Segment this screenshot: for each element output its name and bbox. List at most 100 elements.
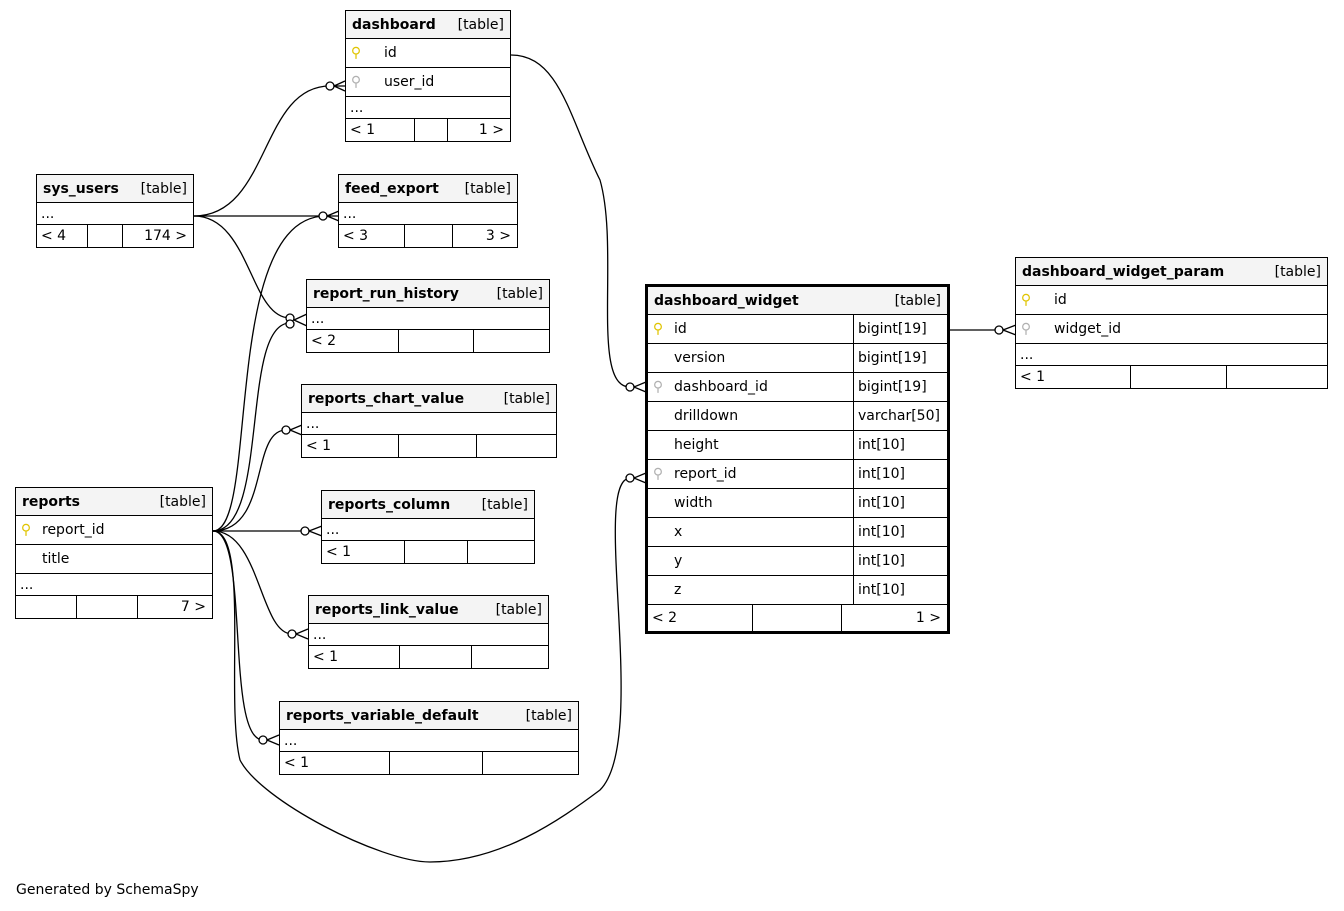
child-count[interactable]: 1 > <box>478 122 504 138</box>
child-count[interactable] <box>477 435 556 457</box>
column-type: bigint[19] <box>853 344 947 372</box>
table-name[interactable]: dashboard <box>352 16 436 33</box>
column-type: int[10] <box>853 547 947 575</box>
table-reports-variable-default[interactable]: reports_variable_default[table] ... < 1 <box>279 701 579 775</box>
table-kind: [table] <box>496 285 543 302</box>
parent-count[interactable]: < 2 <box>648 605 753 631</box>
edge-reports-link-value <box>212 530 293 635</box>
parent-count[interactable]: < 2 <box>307 330 399 352</box>
table-reports[interactable]: reports[table] ⚲report_id title ... 7 > <box>15 487 213 619</box>
column-row[interactable]: ⚲widget_id <box>1016 315 1327 344</box>
table-name[interactable]: reports_chart_value <box>308 390 465 407</box>
table-name[interactable]: reports_variable_default <box>286 707 479 724</box>
column-type: int[10] <box>853 460 947 488</box>
table-dashboard-widget-param[interactable]: dashboard_widget_param[table] ⚲id ⚲widge… <box>1015 257 1328 389</box>
table-name[interactable]: reports_link_value <box>315 601 459 618</box>
table-name[interactable]: reports <box>22 493 80 510</box>
column-name: width <box>674 495 713 511</box>
footer-middle <box>405 541 469 563</box>
column-row[interactable]: ⚲ id <box>1016 286 1327 315</box>
parent-count[interactable]: < 1 <box>1016 366 1132 388</box>
parent-count[interactable]: < 1 <box>322 541 405 563</box>
column-name: drilldown <box>674 408 739 424</box>
column-name: dashboard_id <box>674 379 768 395</box>
table-reports-link-value[interactable]: reports_link_value[table] ... < 1 <box>308 595 549 669</box>
table-kind: [table] <box>503 390 550 407</box>
column-row[interactable]: title <box>16 545 212 574</box>
child-count[interactable]: 7 > <box>180 599 206 615</box>
child-count[interactable]: 174 > <box>144 228 187 244</box>
column-name: z <box>674 582 682 598</box>
table-reports-chart-value[interactable]: reports_chart_value[table] ... < 1 <box>301 384 557 458</box>
table-kind: [table] <box>140 180 187 197</box>
column-name: x <box>674 524 683 540</box>
table-footer: < 2 1 > <box>648 605 947 631</box>
table-name[interactable]: feed_export <box>345 180 439 197</box>
column-name: report_id <box>674 466 737 482</box>
table-name[interactable]: sys_users <box>43 180 119 197</box>
child-count[interactable] <box>1227 366 1327 388</box>
table-footer: 7 > <box>16 596 212 618</box>
column-row[interactable]: ⚲user_id <box>346 68 510 97</box>
child-count[interactable] <box>483 752 578 774</box>
parent-count[interactable]: < 1 <box>280 752 391 774</box>
column-name: user_id <box>384 74 435 90</box>
column-name: height <box>674 437 719 453</box>
column-row[interactable]: y int[10] <box>648 547 947 576</box>
child-count[interactable]: 1 > <box>915 610 941 626</box>
column-name: id <box>1054 292 1067 308</box>
table-name[interactable]: reports_column <box>328 496 451 513</box>
table-kind: [table] <box>159 493 206 510</box>
table-name[interactable]: dashboard_widget_param <box>1022 263 1225 280</box>
key-icon-yellow: ⚲ <box>1020 292 1032 308</box>
column-row[interactable]: ⚲id <box>346 39 510 68</box>
edge-dashboard-dashboard-widget <box>510 54 631 388</box>
table-reports-column[interactable]: reports_column [table] ... < 1 <box>321 490 535 564</box>
parent-count[interactable]: < 3 <box>339 225 405 247</box>
column-row[interactable]: ⚲ report_id int[10] <box>648 460 947 489</box>
table-name[interactable]: dashboard_widget <box>654 292 799 309</box>
column-name: report_id <box>42 522 105 538</box>
child-count[interactable] <box>468 541 534 563</box>
footer-middle <box>405 225 453 247</box>
table-footer: < 1 <box>309 646 548 668</box>
child-count[interactable]: 3 > <box>485 228 511 244</box>
footer-middle <box>400 646 472 668</box>
table-footer: < 1 <box>280 752 578 774</box>
parent-count[interactable]: < 4 <box>37 225 89 247</box>
column-row[interactable]: ⚲ report_id <box>16 516 212 545</box>
table-footer: < 3 3 > <box>339 225 517 247</box>
column-name: widget_id <box>1054 321 1121 337</box>
parent-count[interactable]: < 1 <box>302 435 399 457</box>
key-icon-gray: ⚲ <box>652 466 664 482</box>
more-columns: ... <box>322 519 534 541</box>
child-count[interactable] <box>472 646 549 668</box>
table-report-run-history[interactable]: report_run_history [table] ... < 2 <box>306 279 550 353</box>
parent-count[interactable] <box>16 596 77 618</box>
column-name: y <box>674 553 683 569</box>
table-footer: < 2 <box>307 330 549 352</box>
table-name[interactable]: report_run_history <box>313 285 459 302</box>
child-count[interactable] <box>474 330 549 352</box>
more-columns: ... <box>307 308 549 330</box>
parent-count[interactable]: < 1 <box>309 646 400 668</box>
footer-middle <box>399 330 474 352</box>
key-icon-yellow: ⚲ <box>20 522 32 538</box>
table-kind: [table] <box>481 496 528 513</box>
column-type: bigint[19] <box>853 315 947 343</box>
table-footer: < 4 174 > <box>37 225 193 247</box>
parent-count[interactable]: < 1 <box>346 119 415 141</box>
